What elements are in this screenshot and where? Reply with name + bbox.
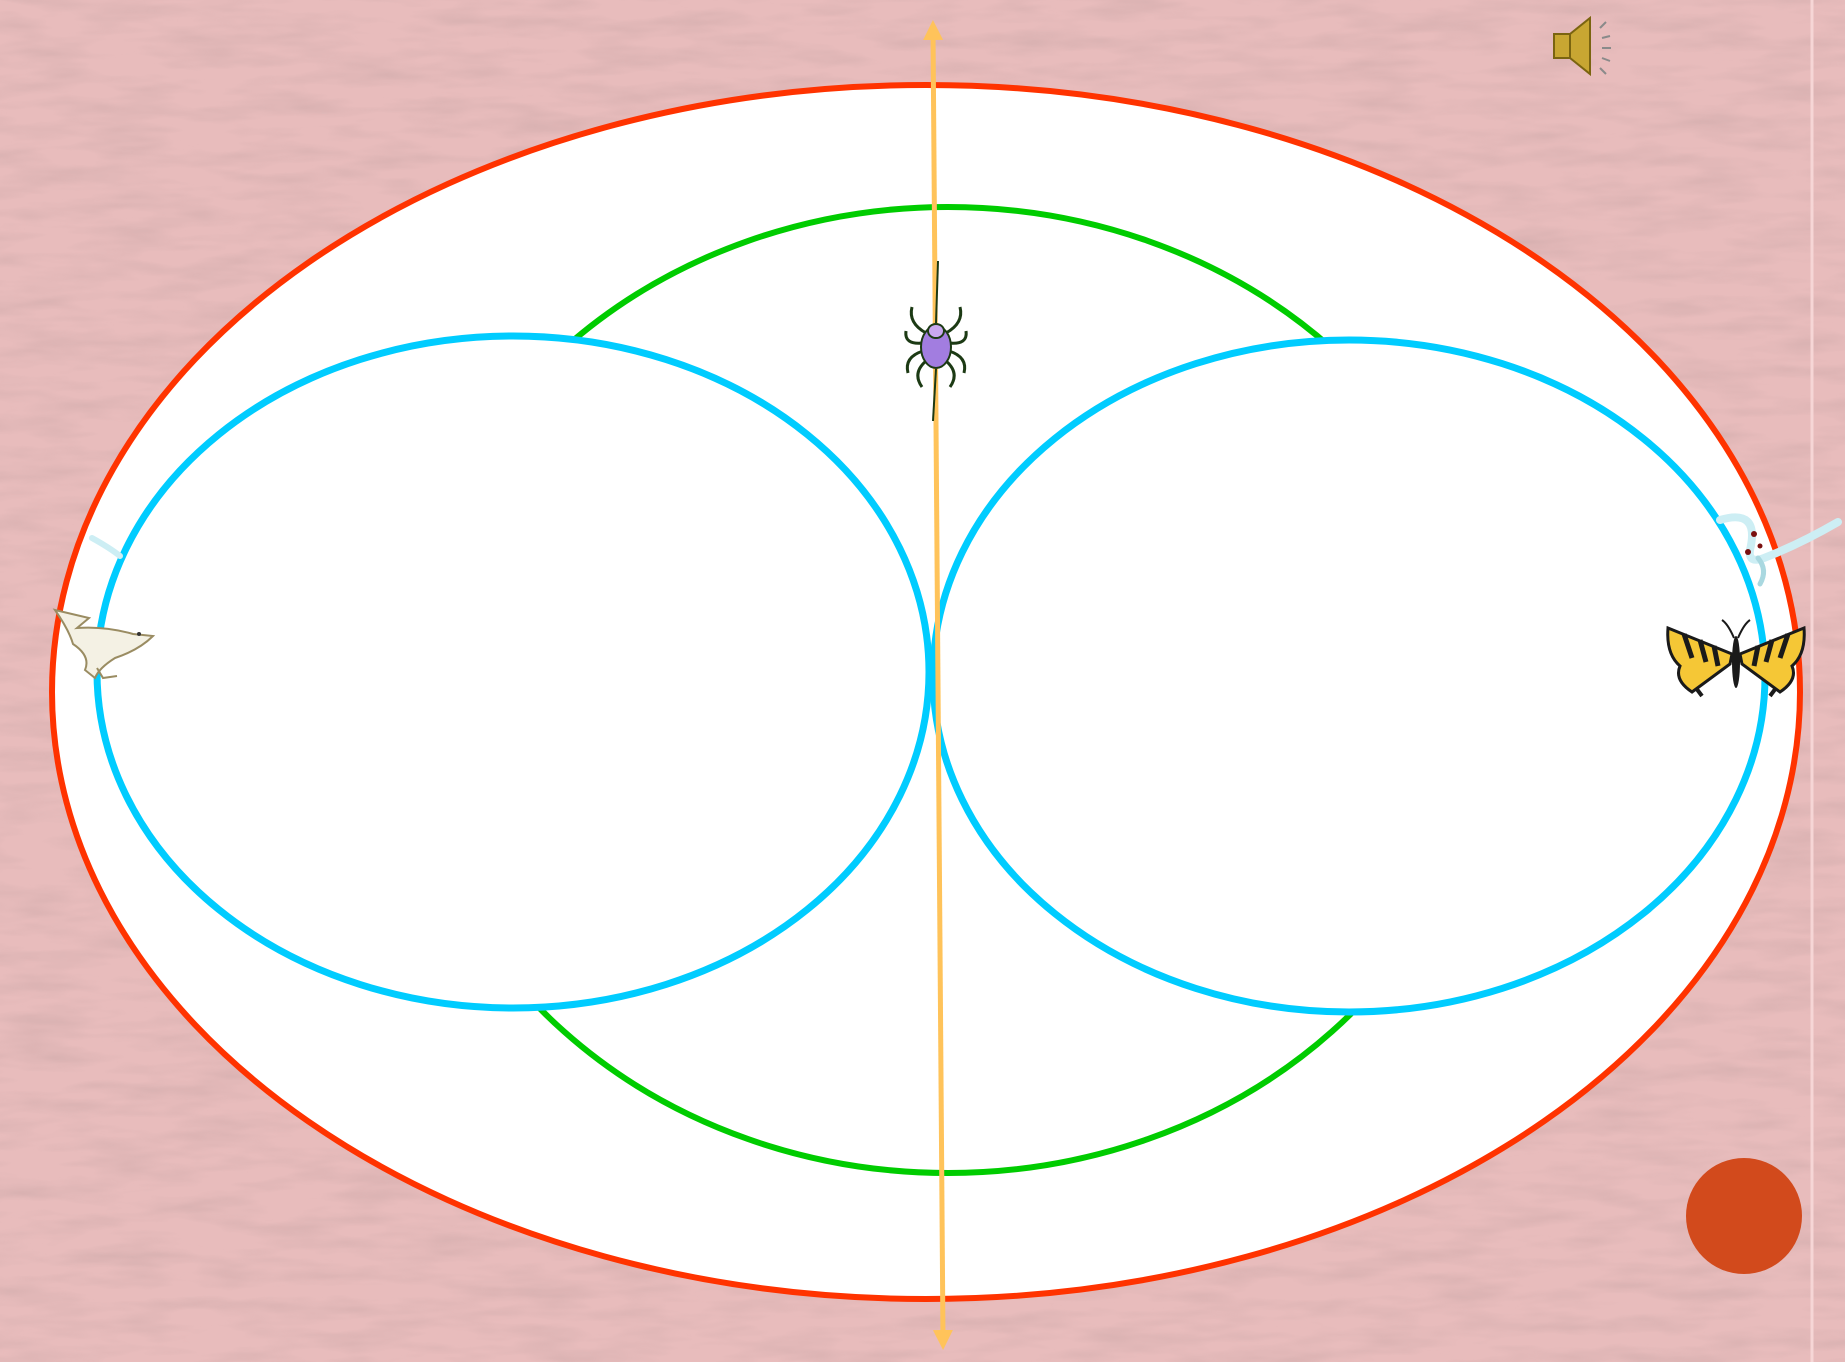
inner-left-ellipse — [97, 336, 929, 1008]
inner-right-ellipse — [933, 340, 1765, 1012]
next-slide-button[interactable] — [1686, 1158, 1802, 1274]
